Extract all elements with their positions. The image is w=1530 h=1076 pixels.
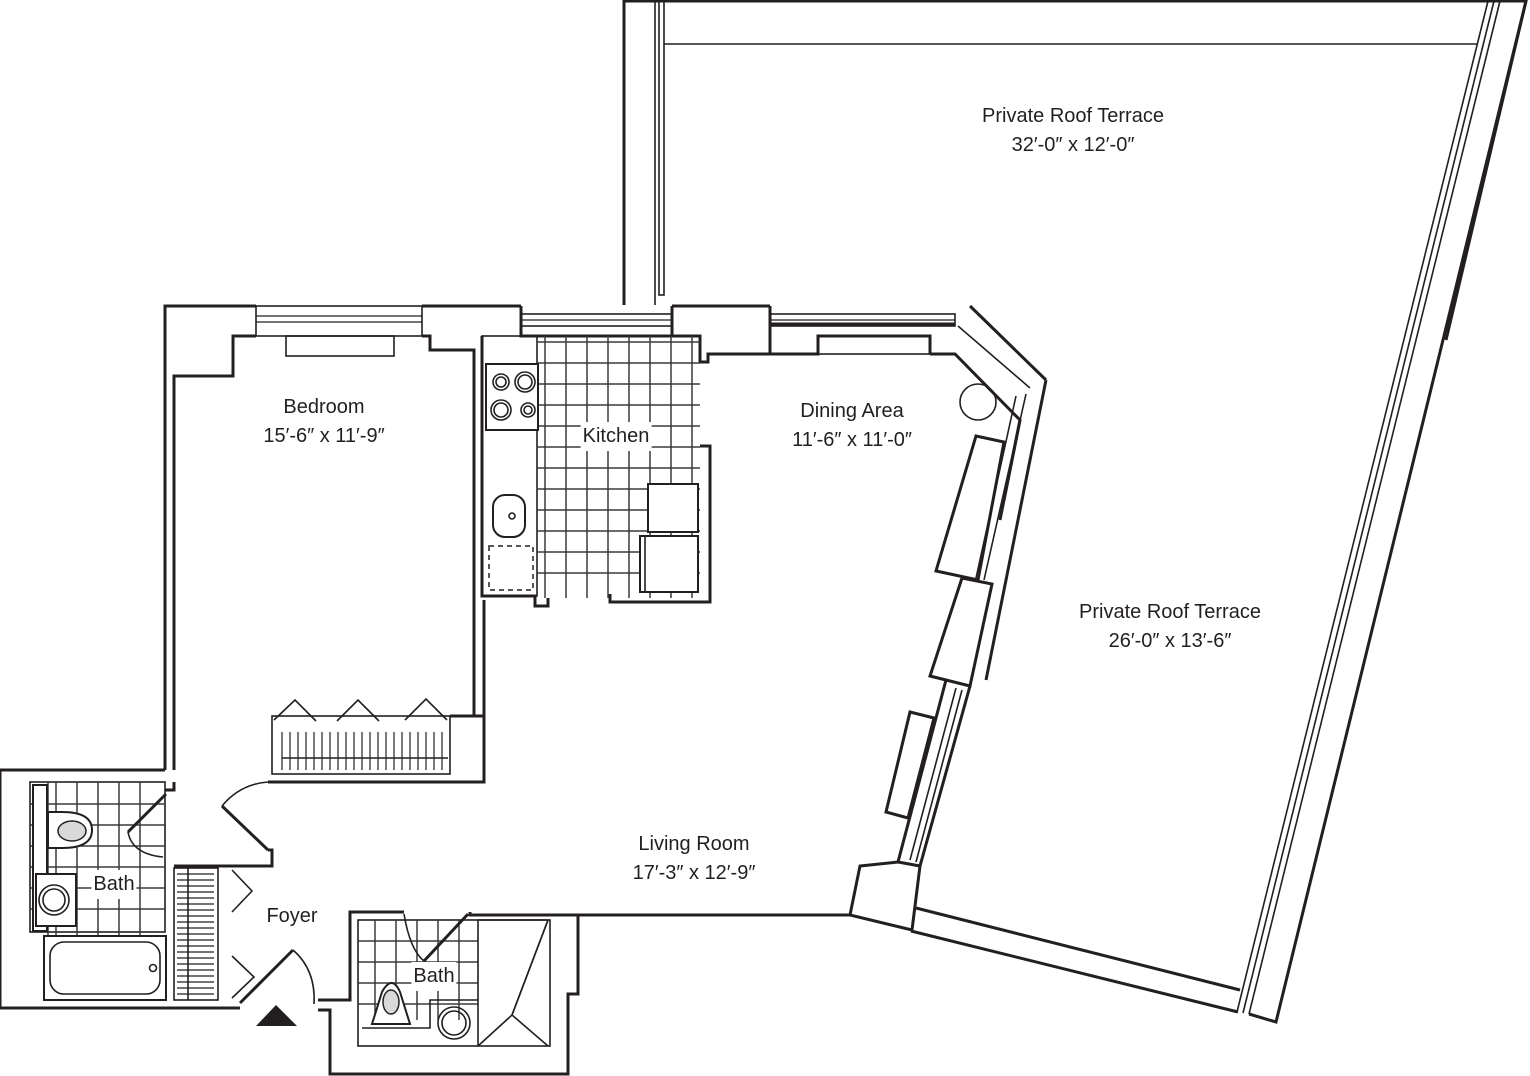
room-name: Kitchen xyxy=(580,422,652,451)
room-label-dining-area: Dining Area 11′-6″ x 11′-0″ xyxy=(792,397,912,455)
room-name: Living Room xyxy=(638,833,750,855)
room-name: Bath xyxy=(411,962,457,991)
roof-terrace-north-outline xyxy=(622,0,1528,1024)
room-label-bath-west: Bath xyxy=(91,870,137,899)
entry-marker-icon xyxy=(256,1005,297,1026)
bath-south-fixtures xyxy=(357,912,551,1047)
room-name: Private Roof Terrace xyxy=(982,105,1164,127)
room-name: Dining Area xyxy=(800,400,904,422)
bedroom-door xyxy=(165,781,274,868)
room-dimensions: 11′-6″ x 11′-0″ xyxy=(792,429,912,451)
bedroom-closet xyxy=(271,697,451,775)
room-label-living-room: Living Room 17′-3″ x 12′-9″ xyxy=(633,830,756,888)
room-name: Foyer xyxy=(266,905,318,927)
room-label-kitchen: Kitchen xyxy=(580,422,652,451)
room-label-roof-terrace-east: Private Roof Terrace 26′-0″ x 13′-6″ xyxy=(1079,598,1261,656)
dining-table xyxy=(959,383,997,421)
room-name: Bedroom xyxy=(283,396,365,418)
room-label-roof-terrace-north: Private Roof Terrace 32′-0″ x 12′-0″ xyxy=(982,102,1164,160)
entry-door xyxy=(238,948,315,1026)
roof-terrace-east-outline xyxy=(910,906,1241,1014)
room-label-bath-south: Bath xyxy=(411,962,457,991)
room-dimensions: 26′-0″ x 13′-6″ xyxy=(1108,630,1232,652)
room-dimensions: 15′-6″ x 11′-9″ xyxy=(263,425,385,447)
room-dimensions: 32′-0″ x 12′-0″ xyxy=(1011,134,1135,156)
room-label-foyer: Foyer xyxy=(266,902,317,931)
kitchen-fixtures xyxy=(481,335,700,598)
room-dimensions: 17′-3″ x 12′-9″ xyxy=(632,862,756,884)
foyer-closet xyxy=(173,867,256,1001)
room-name: Bath xyxy=(91,870,137,899)
bath-west-fixtures xyxy=(0,768,240,1010)
room-name: Private Roof Terrace xyxy=(1079,601,1261,623)
windows xyxy=(255,305,1031,863)
room-label-bedroom: Bedroom 15′-6″ x 11′-9″ xyxy=(263,393,384,451)
